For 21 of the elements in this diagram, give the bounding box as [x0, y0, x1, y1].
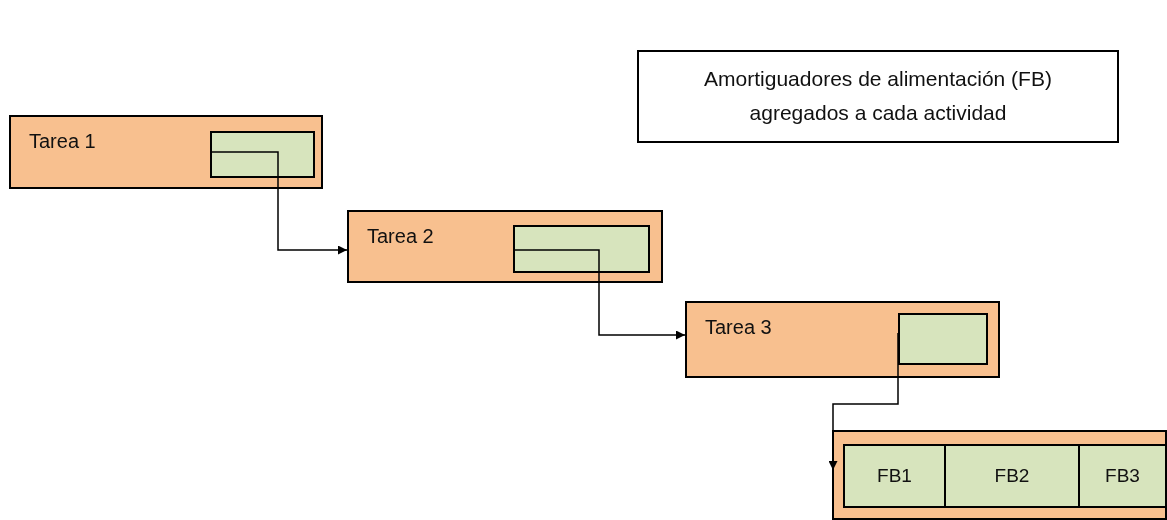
buffer-box — [898, 313, 988, 365]
buffer-box — [513, 225, 650, 273]
task-box — [685, 301, 1000, 378]
task-label: Tarea 1 — [29, 130, 96, 153]
feeding-buffer-box — [1078, 444, 1167, 508]
buffer-label: FB2 — [993, 465, 1031, 487]
task-box — [9, 115, 323, 189]
feeding-buffer-box — [944, 444, 1080, 508]
arrow — [209, 151, 348, 255]
buffer-label: FB1 — [876, 465, 913, 487]
arrow — [828, 332, 899, 471]
task-label: Tarea 2 — [367, 225, 434, 248]
task-box — [347, 210, 663, 283]
feeding-buffer-box — [843, 444, 946, 508]
arrow — [512, 249, 686, 340]
task-label: Tarea 3 — [705, 316, 772, 339]
task-box — [832, 430, 1167, 520]
buffer-box — [210, 131, 315, 178]
buffer-label: FB3 — [1104, 465, 1141, 487]
note-text: Amortiguadores de alimentación (FB) agregados a cada actividad — [703, 66, 1053, 126]
note-box — [637, 50, 1119, 143]
